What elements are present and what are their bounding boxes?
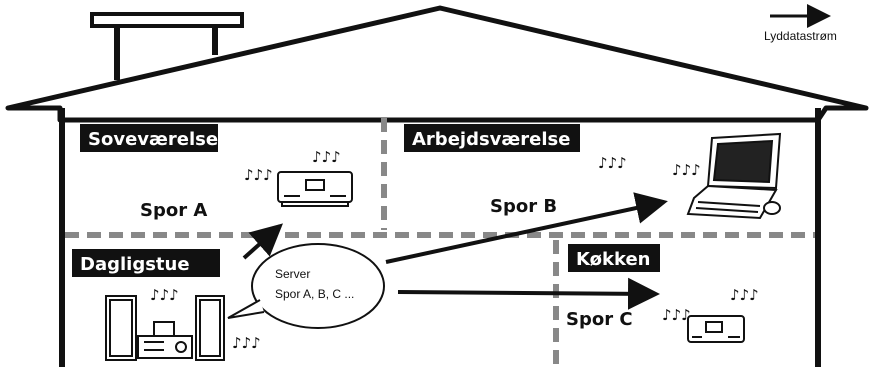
track-label-b: Spor B <box>490 196 557 217</box>
room-label-bedroom-text: Soveværelse <box>88 129 218 150</box>
music-notes-icon: ♪♪♪ <box>232 334 261 352</box>
kitchen-audio-player-icon <box>687 315 745 343</box>
legend: Lyddatastrøm <box>764 4 837 43</box>
server-label: Server <box>275 267 310 281</box>
music-notes-icon: ♪♪♪ <box>662 306 691 324</box>
room-label-living: Dagligstue <box>72 249 220 277</box>
room-label-study-text: Arbejdsværelse <box>412 129 570 150</box>
music-notes-icon: ♪♪♪ <box>312 148 341 166</box>
music-notes-icon: ♪♪♪ <box>598 154 627 172</box>
music-notes-icon: ♪♪♪ <box>672 161 701 179</box>
stream-arrow-to-kitchen <box>397 277 660 310</box>
computer-icon <box>686 132 782 220</box>
server-tracks-label: Spor A, B, C ... <box>275 287 354 301</box>
server-bubble: Server Spor A, B, C ... <box>227 243 385 329</box>
house-walls <box>59 108 821 367</box>
track-label-c: Spor C <box>566 309 633 330</box>
music-notes-icon: ♪♪♪ <box>244 166 273 184</box>
stream-arrow-to-study <box>385 192 668 264</box>
music-notes-icon: ♪♪♪ <box>730 286 759 304</box>
stream-arrow-to-bedroom <box>242 223 283 260</box>
music-notes-icon: ♪♪♪ <box>150 286 179 304</box>
track-label-a: Spor A <box>140 200 207 221</box>
room-label-kitchen: Køkken <box>568 244 660 272</box>
room-label-living-text: Dagligstue <box>80 254 190 275</box>
room-dividers <box>65 118 815 365</box>
room-label-study: Arbejdsværelse <box>404 124 580 152</box>
legend-label: Lyddatastrøm <box>764 29 837 43</box>
chimney <box>90 12 244 80</box>
hifi-system-icon <box>105 295 225 361</box>
stream-arrows <box>242 192 668 310</box>
bedroom-audio-player-icon <box>277 171 353 207</box>
room-label-kitchen-text: Køkken <box>576 249 650 270</box>
room-label-bedroom: Soveværelse <box>80 124 218 152</box>
